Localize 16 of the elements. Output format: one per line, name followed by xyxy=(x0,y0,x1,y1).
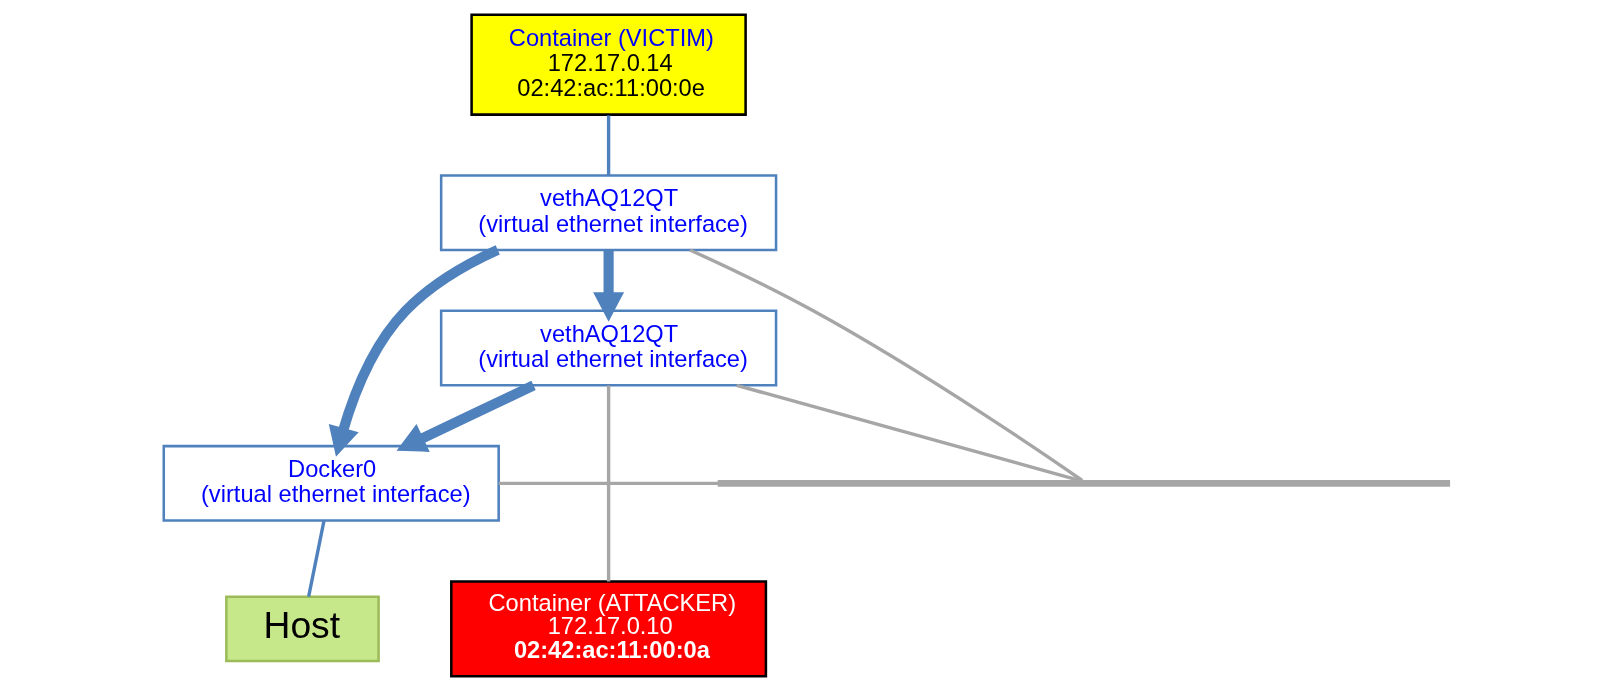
arrow xyxy=(328,245,500,457)
connector xyxy=(689,248,1084,482)
connector xyxy=(606,115,611,176)
node-box: Container (ATTACKER) 172.17.0.10 02:42:ac:11:00:0a xyxy=(450,580,768,678)
arrow xyxy=(593,250,625,322)
arrow xyxy=(396,380,536,452)
connector xyxy=(498,481,719,486)
connector xyxy=(306,520,326,597)
node-box: Docker0 (virtual ethernet interface) xyxy=(162,444,500,522)
node-box: vethAQ12QT (virtual ethernet interface) xyxy=(439,174,778,252)
node-box: vethAQ12QT (virtual ethernet interface) xyxy=(439,309,778,387)
node-box: Host xyxy=(225,595,380,663)
connector xyxy=(606,385,611,582)
node-bar xyxy=(717,479,1451,487)
connector xyxy=(736,383,1081,483)
node-box: Container (VICTIM) 172.17.0.14 02:42:ac:11:00:0e xyxy=(470,13,747,116)
